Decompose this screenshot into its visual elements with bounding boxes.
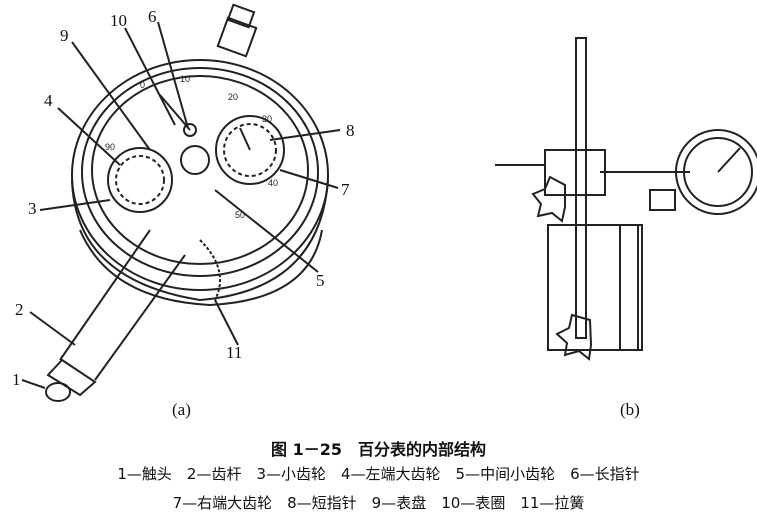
callout-7: 7 <box>341 180 350 199</box>
callout-8: 8 <box>346 121 355 140</box>
figure-legend-line-2: 7—右端大齿轮 8—短指针 9—表盘 10—表圈 11—拉簧 <box>172 494 585 512</box>
dial-number: 30 <box>262 114 272 124</box>
figure-b-magnetic-stand <box>495 37 757 361</box>
callout-11: 11 <box>226 343 242 362</box>
dial-indicator-diagram: 0 10 20 30 40 50 90 1 2 3 4 5 6 7 8 9 10… <box>12 3 757 419</box>
subfigure-a-label: (a) <box>172 400 191 419</box>
callout-2: 2 <box>15 300 24 319</box>
callout-1: 1 <box>12 370 21 389</box>
subfigure-b-label: (b) <box>620 400 640 419</box>
dial-number: 40 <box>268 178 278 188</box>
callout-3: 3 <box>28 199 37 218</box>
figure-caption-title: 图 1－25 百分表的内部结构 <box>271 440 486 459</box>
figure-legend-line-1: 1—触头 2—齿杆 3—小齿轮 4—左端大齿轮 5—中间小齿轮 6—长指针 <box>117 465 640 483</box>
dial-number: 90 <box>105 142 115 152</box>
callout-9: 9 <box>60 26 69 45</box>
callout-4: 4 <box>44 91 53 110</box>
dial-number: 20 <box>228 92 238 102</box>
callout-10: 10 <box>110 11 127 30</box>
callout-labels: 1 2 3 4 5 6 7 8 9 10 11 (a) (b) <box>12 7 640 419</box>
callout-5: 5 <box>316 271 325 290</box>
dial-number: 50 <box>235 210 245 220</box>
dial-scale-numbers: 0 10 20 30 40 50 90 <box>105 74 278 220</box>
callout-6: 6 <box>148 7 157 26</box>
dial-number: 10 <box>180 74 190 84</box>
dial-number: 0 <box>140 80 145 90</box>
figure-a-dial-indicator <box>21 3 341 402</box>
